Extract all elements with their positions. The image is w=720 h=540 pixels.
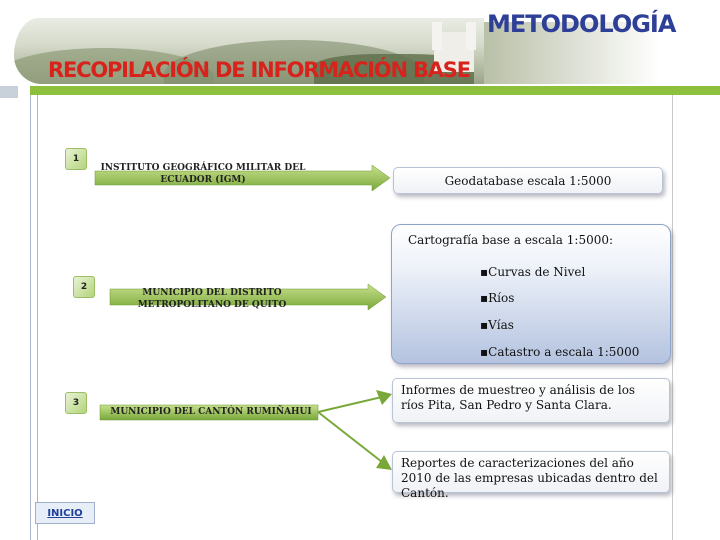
- divider-line: [672, 95, 673, 540]
- header-banner-fade: [484, 22, 660, 84]
- cartografia-box: Cartografía base a escala 1:5000: ▪Curva…: [391, 224, 671, 364]
- divider-line: [30, 95, 31, 540]
- informes-label: Informes de muestreo y análisis de los r…: [401, 383, 636, 412]
- banner-church-tower: [466, 22, 476, 50]
- fork-line-upper: [317, 396, 383, 413]
- page-title: METODOLOGÍA: [487, 10, 676, 38]
- page-subtitle: RECOPILACIÓN DE INFORMACIÓN BASE: [48, 58, 471, 82]
- source-rumiñahui: MUNICIPIO DEL CANTÓN RUMIÑAHUI: [110, 407, 312, 417]
- cartografia-item: ▪Ríos: [480, 291, 515, 305]
- source-igm: INSTITUTO GEOGRÁFICO MILITAR DEL ECUADOR…: [100, 163, 306, 185]
- cartografia-item: ▪Curvas de Nivel: [480, 265, 586, 279]
- source-dmq: MUNICIPIO DEL DISTRITO METROPOLITANO DE …: [137, 288, 287, 310]
- banner-church-tower: [432, 22, 442, 50]
- divider-line: [37, 95, 38, 540]
- cartografia-title: Cartografía base a escala 1:5000:: [408, 233, 614, 247]
- cartografia-item: ▪Catastro a escala 1:5000: [480, 345, 640, 359]
- header-banner-image: [14, 18, 484, 84]
- cartografia-item: ▪Vías: [480, 318, 514, 332]
- step-badge-1: 1: [65, 148, 87, 170]
- inicio-link-button[interactable]: INICIO: [35, 502, 95, 524]
- informes-box: Informes de muestreo y análisis de los r…: [392, 378, 670, 423]
- geodatabase-label: Geodatabase escala 1:5000: [444, 173, 612, 188]
- step-badge-2: 2: [73, 276, 95, 298]
- reportes-label: Reportes de caracterizaciones del año 20…: [401, 456, 658, 500]
- step-badge-3: 3: [65, 392, 87, 414]
- corner-decoration: [0, 86, 18, 98]
- reportes-box: Reportes de caracterizaciones del año 20…: [392, 451, 670, 500]
- fork-line-lower: [317, 411, 383, 463]
- fork-arrow-lower: [376, 455, 392, 470]
- geodatabase-box: Geodatabase escala 1:5000: [393, 167, 663, 194]
- fork-arrow-upper: [376, 390, 392, 405]
- accent-bar: [30, 86, 720, 95]
